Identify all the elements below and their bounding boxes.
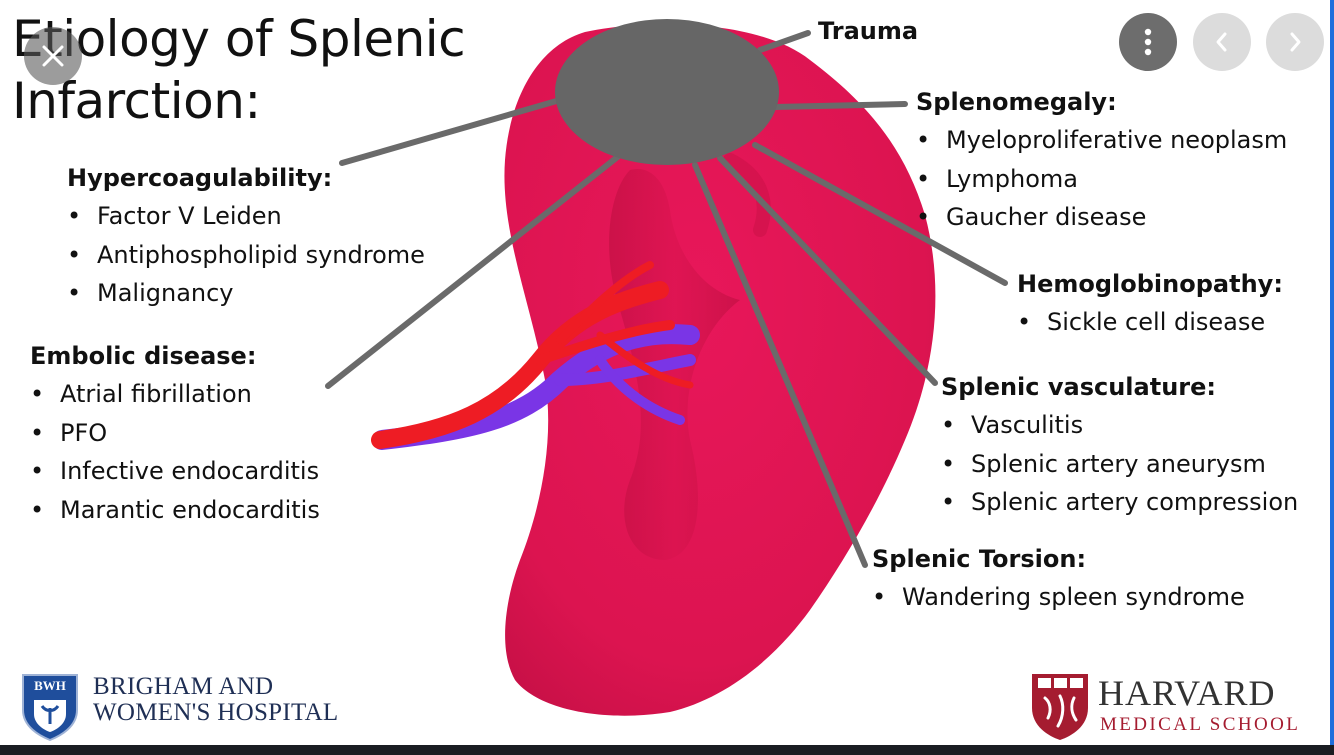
close-button[interactable]	[24, 27, 82, 85]
group-embolic-disease: Embolic disease: Atrial fibrillation PFO…	[30, 337, 320, 529]
group-heading: Hemoglobinopathy:	[1017, 270, 1283, 298]
list-item: Lymphoma	[916, 160, 1287, 199]
viewport-edge	[1330, 0, 1334, 755]
group-hemoglobinopathy: Hemoglobinopathy: Sickle cell disease	[1017, 265, 1283, 342]
harvard-subtitle: MEDICAL SCHOOL	[1100, 714, 1301, 735]
svg-text:BWH: BWH	[34, 678, 66, 693]
harvard-shield-icon	[1032, 674, 1088, 740]
list-item: Antiphospholipid syndrome	[67, 236, 425, 275]
harvard-name: HARVARD	[1098, 673, 1276, 713]
group-heading: Trauma	[818, 17, 919, 45]
page-title: Etiology of Splenic Infarction:	[12, 8, 466, 132]
list-item: Marantic endocarditis	[30, 491, 320, 530]
spleen-body	[504, 24, 936, 716]
group-splenic-vasculature: Splenic vasculature: Vasculitis Splenic …	[941, 368, 1298, 522]
bwh-shield-icon: BWH	[22, 674, 78, 742]
list-item: PFO	[30, 414, 320, 453]
chevron-left-icon	[1216, 32, 1227, 52]
connector-lines	[325, 30, 1008, 568]
group-heading: Hypercoagulability:	[67, 164, 333, 192]
list-item: Atrial fibrillation	[30, 375, 320, 414]
title-line-1: Etiology of Splenic	[12, 10, 466, 68]
more-options-button[interactable]	[1119, 13, 1177, 71]
group-heading: Embolic disease:	[30, 342, 257, 370]
title-line-2: Infarction:	[12, 72, 261, 130]
list-item: Splenic artery compression	[941, 483, 1298, 522]
chevron-right-icon	[1290, 32, 1301, 52]
list-item: Vasculitis	[941, 406, 1298, 445]
group-splenic-torsion: Splenic Torsion: Wandering spleen syndro…	[872, 540, 1245, 617]
group-trauma: Trauma	[818, 12, 918, 50]
splenic-vessels	[371, 261, 700, 450]
list-item: Factor V Leiden	[67, 197, 425, 236]
group-heading: Splenic Torsion:	[872, 545, 1087, 573]
list-item: Infective endocarditis	[30, 452, 320, 491]
bwh-name-line-1: BRIGHAM AND	[93, 673, 274, 700]
group-splenomegaly: Splenomegaly: Myeloproliferative neoplas…	[916, 83, 1287, 237]
close-icon	[42, 45, 64, 67]
list-item: Sickle cell disease	[1017, 303, 1283, 342]
list-item: Gaucher disease	[916, 198, 1287, 237]
list-item: Malignancy	[67, 274, 425, 313]
bottom-bar	[0, 745, 1334, 755]
more-vertical-icon	[1144, 28, 1152, 56]
bwh-name-line-2: WOMEN'S HOSPITAL	[93, 699, 339, 726]
group-hypercoagulability: Hypercoagulability: Factor V Leiden Anti…	[67, 159, 425, 313]
group-heading: Splenic vasculature:	[941, 373, 1216, 401]
list-item: Splenic artery aneurysm	[941, 445, 1298, 484]
list-item: Myeloproliferative neoplasm	[916, 121, 1287, 160]
previous-image-button[interactable]	[1193, 13, 1251, 71]
list-item: Wandering spleen syndrome	[872, 578, 1245, 617]
next-image-button[interactable]	[1266, 13, 1324, 71]
group-heading: Splenomegaly:	[916, 88, 1117, 116]
infarct-hub	[555, 19, 779, 165]
